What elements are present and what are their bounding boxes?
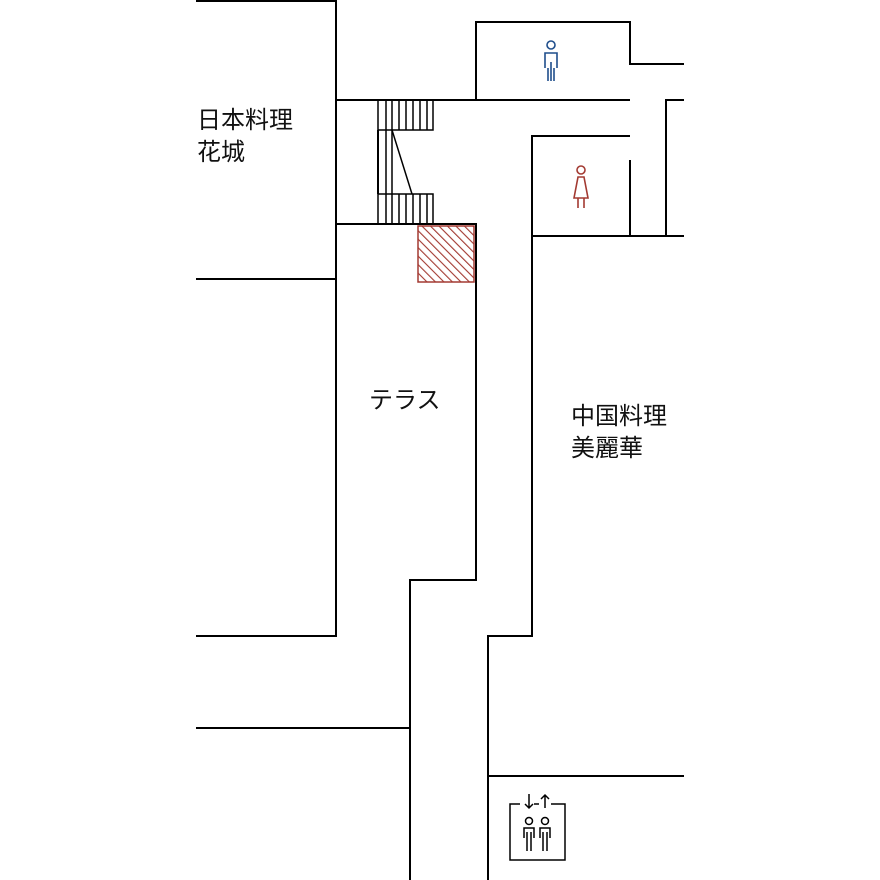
restricted-hatched-area bbox=[417, 225, 475, 283]
room-label-chinese-restaurant: 中国料理 美麗華 bbox=[571, 400, 667, 464]
stairs-icon bbox=[377, 99, 434, 225]
elevator-icon bbox=[509, 793, 566, 861]
female-restroom-icon bbox=[573, 165, 589, 208]
room-label-japanese-restaurant: 日本料理 花城 bbox=[197, 104, 293, 168]
room-name-line2: 美麗華 bbox=[571, 434, 643, 462]
room-name-line1: 日本料理 bbox=[197, 106, 293, 134]
room-name: テラス bbox=[369, 386, 441, 414]
room-name-line1: 中国料理 bbox=[571, 402, 667, 430]
room-name-line2: 花城 bbox=[197, 138, 245, 166]
male-restroom-icon bbox=[544, 40, 558, 81]
room-label-terrace: テラス bbox=[369, 384, 441, 416]
